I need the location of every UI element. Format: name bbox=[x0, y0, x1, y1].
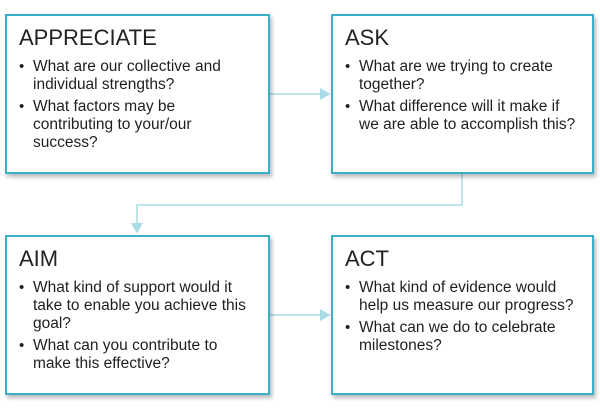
list-item: • What are we trying to create together? bbox=[345, 58, 580, 94]
act-list: • What kind of evidence would help us mea… bbox=[345, 279, 580, 355]
list-item-text: What are we trying to create together? bbox=[359, 58, 553, 93]
list-item-text: What kind of support would it take to en… bbox=[33, 279, 246, 332]
ask-list: •What are we trying to create together? … bbox=[345, 58, 580, 134]
bullet-icon: • bbox=[19, 58, 25, 75]
aim-list: • What kind of support would it take to e… bbox=[19, 279, 256, 373]
ask-box: ASK • What are we trying to create togeth… bbox=[331, 14, 594, 174]
ask-title: ASK bbox=[345, 25, 390, 50]
list-item: • What factors may be contributing to you… bbox=[19, 98, 256, 152]
bullet-icon: • bbox=[19, 98, 25, 115]
aim-box: AIM • What kind of support would it take … bbox=[5, 235, 270, 395]
act-title: ACT bbox=[345, 246, 389, 271]
list-item-text: What difference will it make if we are a… bbox=[359, 98, 576, 133]
list-item-text: What kind of evidence would help us meas… bbox=[359, 279, 574, 314]
list-item-text: What can you contribute to make this eff… bbox=[33, 337, 218, 372]
list-item: • What can you contribute to make this ef… bbox=[19, 337, 256, 373]
appreciate-title: APPRECIATE bbox=[19, 25, 157, 50]
list-item: • What difference will it make if we are … bbox=[345, 98, 580, 134]
bullet-icon: • bbox=[19, 279, 25, 296]
bullet-icon: • bbox=[345, 279, 351, 296]
bullet-icon: • bbox=[345, 319, 351, 336]
act-box: ACT • What kind of evidence would help us… bbox=[331, 235, 594, 395]
bullet-icon: • bbox=[19, 337, 25, 354]
list-item: • What kind of evidence would help us mea… bbox=[345, 279, 580, 315]
appreciate-box: APPRECIATE • What are our collective and … bbox=[5, 14, 270, 174]
list-item-text: What are our collective and individual s… bbox=[33, 58, 221, 93]
appreciate-list: • What are our collective and individual … bbox=[19, 58, 256, 152]
bullet-icon: • bbox=[345, 98, 351, 115]
list-item: • What are our collective and individual … bbox=[19, 58, 256, 94]
list-item-text: What can we do to celebrate milestones? bbox=[359, 319, 556, 354]
list-item: • What kind of support would it take to e… bbox=[19, 279, 256, 333]
list-item: • What can we do to celebrate milestones? bbox=[345, 319, 580, 355]
list-item-text: What factors may be contributing to your… bbox=[33, 98, 192, 151]
aim-title: AIM bbox=[19, 246, 59, 271]
arrow-ask-to-aim bbox=[131, 174, 463, 234]
bullet-icon: • bbox=[345, 58, 351, 75]
